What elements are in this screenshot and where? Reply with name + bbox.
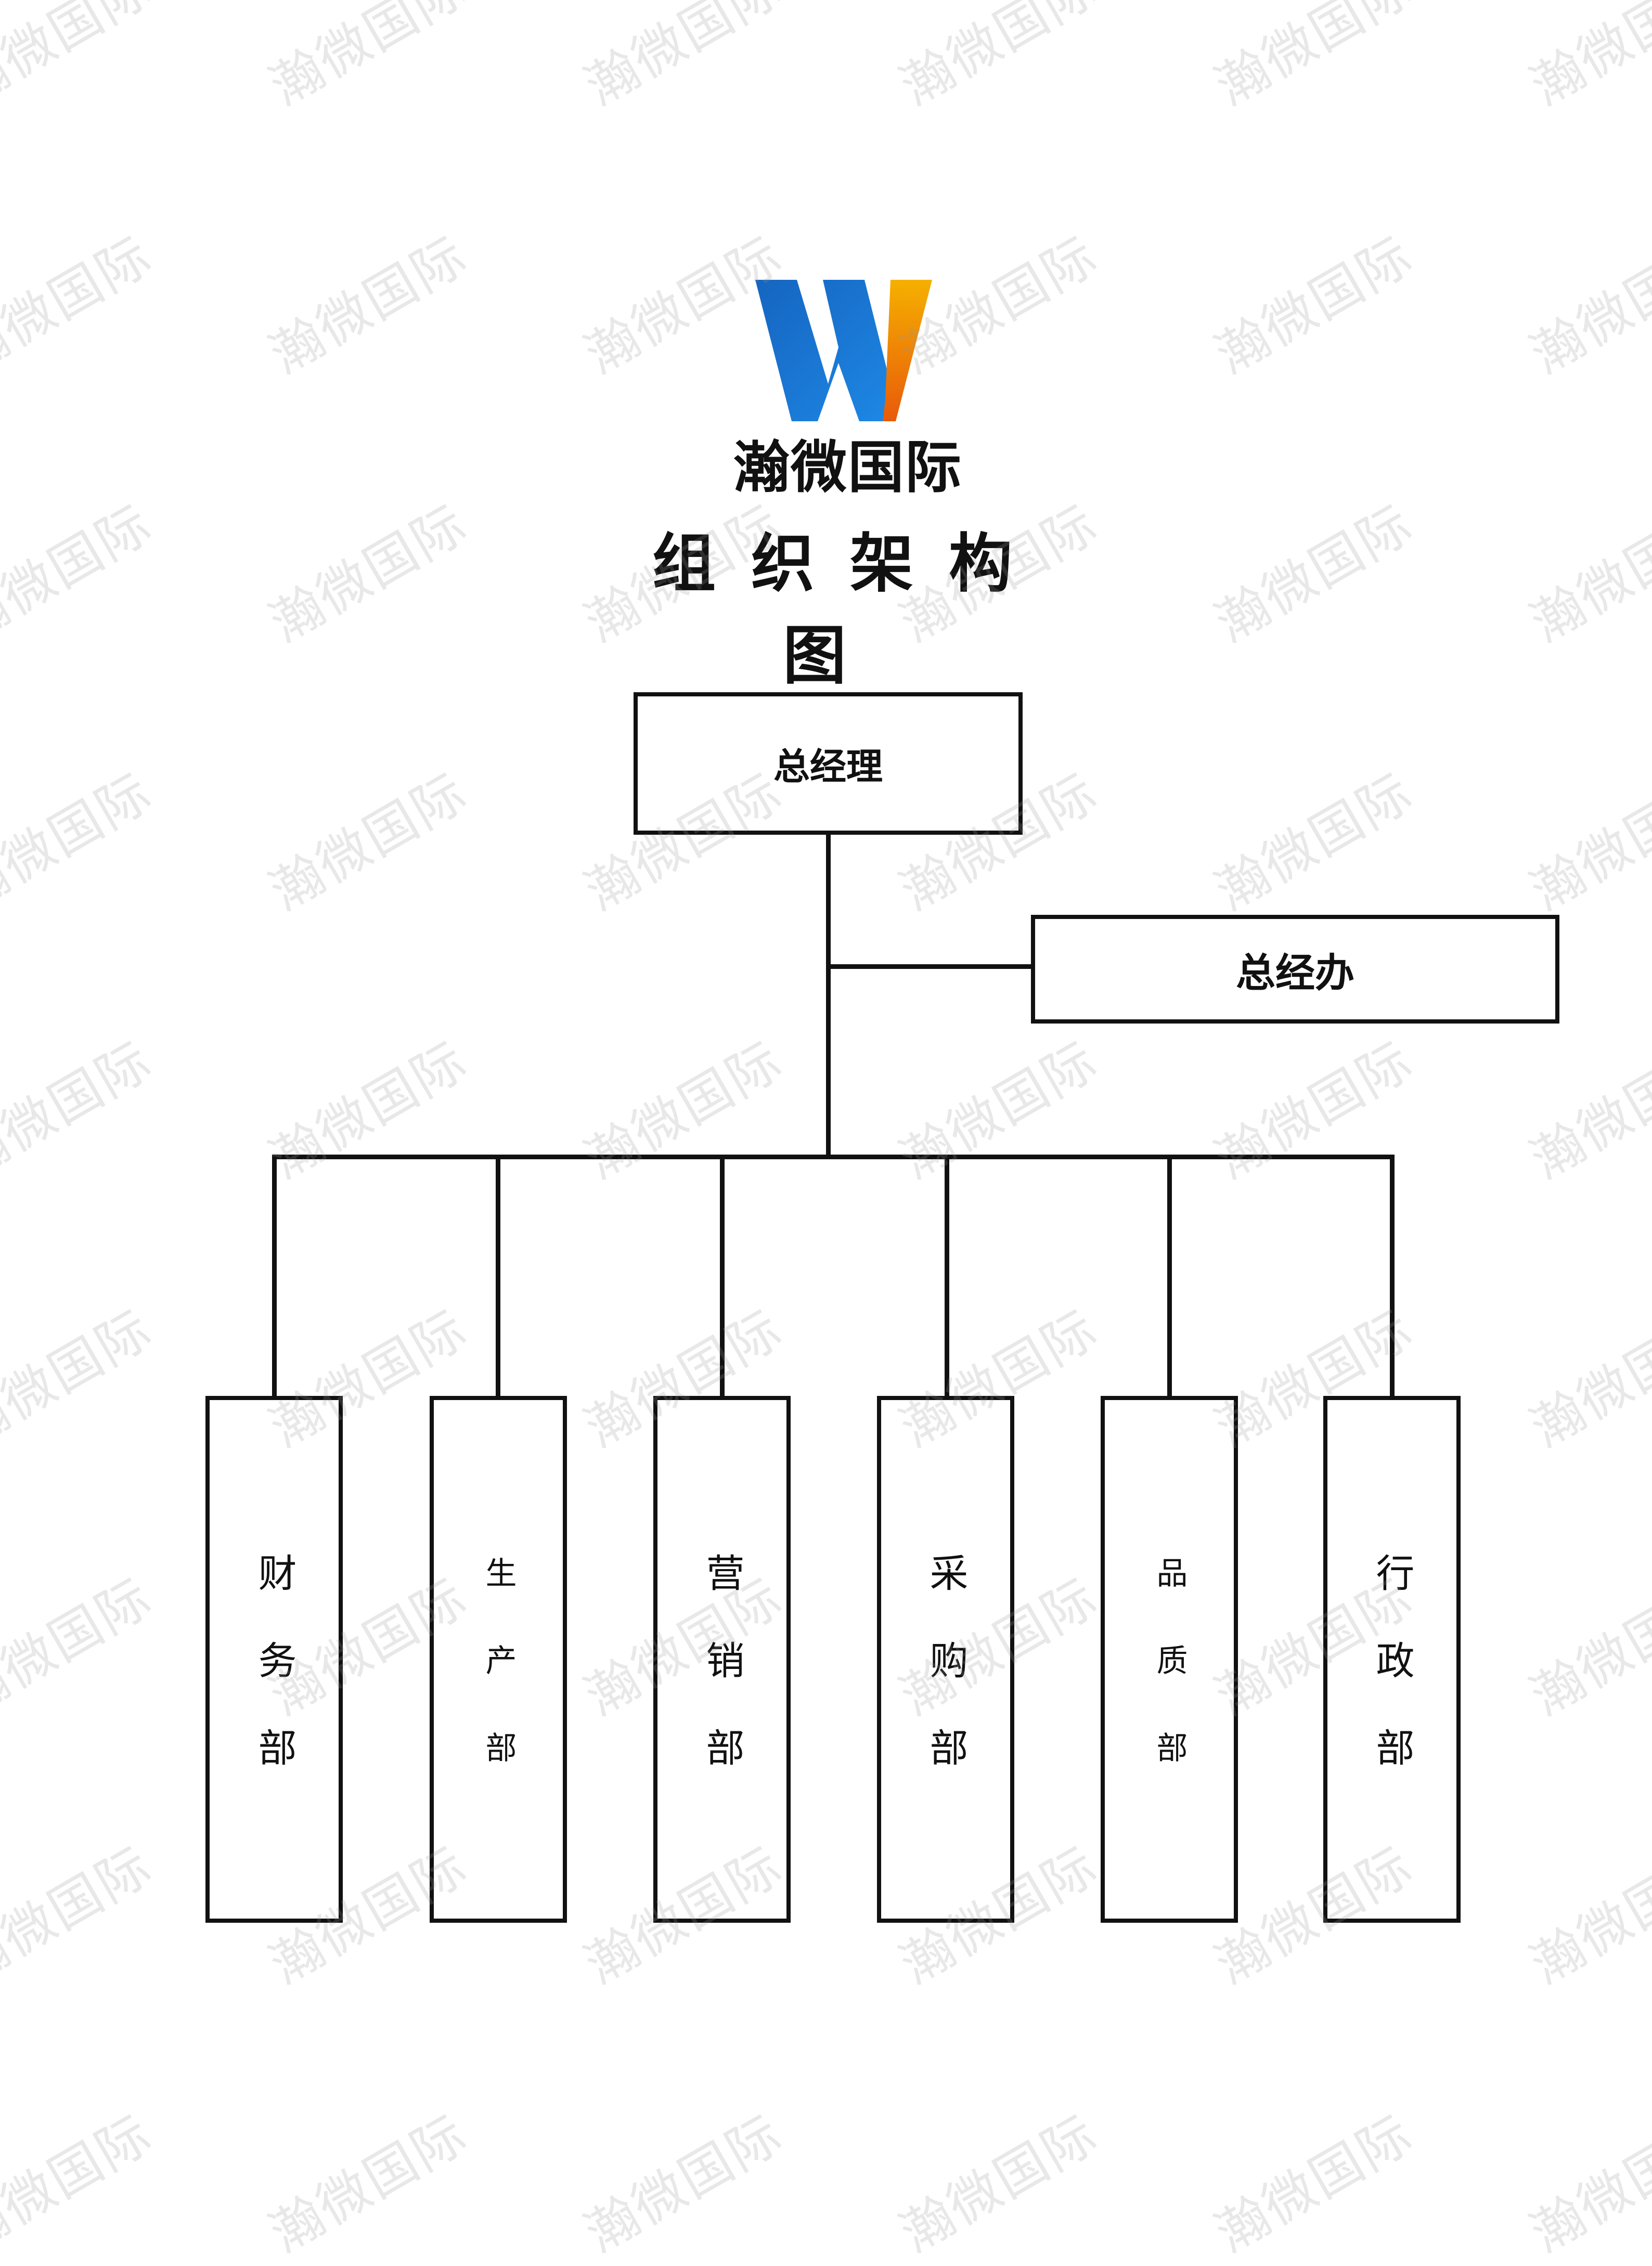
node-department-purchasing: 采购部 — [877, 1396, 1014, 1923]
connector-root-down — [826, 832, 831, 1159]
connector-drop — [496, 1155, 500, 1398]
watermark: 瀚微国际 — [260, 761, 477, 922]
watermark: 瀚微国际 — [260, 0, 477, 117]
watermark: 瀚微国际 — [0, 1298, 162, 1459]
node-label: 采购部 — [923, 1552, 968, 1815]
watermark: 瀚微国际 — [260, 2103, 477, 2264]
watermark: 瀚微国际 — [575, 1029, 793, 1190]
watermark: 瀚微国际 — [890, 1029, 1108, 1190]
watermark: 瀚微国际 — [1205, 2103, 1423, 2264]
watermark: 瀚微国际 — [1520, 1298, 1652, 1459]
node-department-sales: 营销部 — [653, 1396, 791, 1923]
node-label: 行政部 — [1370, 1552, 1414, 1815]
watermark: 瀚微国际 — [1520, 493, 1652, 654]
node-label: 营销部 — [700, 1552, 744, 1815]
watermark: 瀚微国际 — [1520, 1029, 1652, 1190]
connector-drop — [720, 1155, 725, 1398]
node-label: 总经理 — [773, 745, 883, 788]
watermark: 瀚微国际 — [260, 224, 477, 385]
watermark: 瀚微国际 — [0, 2103, 162, 2264]
watermark: 瀚微国际 — [1205, 493, 1423, 654]
node-label: 财务部 — [252, 1552, 296, 1815]
watermark: 瀚微国际 — [0, 1566, 162, 1727]
watermark: 瀚微国际 — [0, 761, 162, 922]
watermark: 瀚微国际 — [890, 2103, 1108, 2264]
watermark: 瀚微国际 — [890, 0, 1108, 117]
watermark: 瀚微国际 — [1520, 1834, 1652, 1996]
watermark: 瀚微国际 — [575, 2103, 793, 2264]
watermark: 瀚微国际 — [1520, 1566, 1652, 1727]
connector-assistant — [828, 964, 1032, 969]
watermark: 瀚微国际 — [1205, 761, 1423, 922]
node-department-admin: 行政部 — [1323, 1396, 1461, 1923]
watermark: 瀚微国际 — [1205, 0, 1423, 117]
node-department-finance: 财务部 — [205, 1396, 343, 1923]
watermark: 瀚微国际 — [0, 1029, 162, 1190]
watermark: 瀚微国际 — [575, 0, 793, 117]
node-department-production: 生产部 — [430, 1396, 567, 1923]
node-label: 生产部 — [480, 1556, 517, 1819]
watermark: 瀚微国际 — [1520, 761, 1652, 922]
connector-bus — [272, 1155, 1395, 1159]
watermark: 瀚微国际 — [0, 224, 162, 385]
node-label: 品质部 — [1151, 1556, 1188, 1819]
watermark: 瀚微国际 — [0, 1834, 162, 1996]
logo-w-icon — [755, 280, 932, 421]
node-department-quality: 品质部 — [1101, 1396, 1238, 1923]
watermark: 瀚微国际 — [0, 493, 162, 654]
watermark: 瀚微国际 — [260, 1029, 477, 1190]
node-label: 总经办 — [1236, 949, 1354, 996]
watermark: 瀚微国际 — [1205, 224, 1423, 385]
connector-drop — [272, 1155, 277, 1398]
page-title: 组织架构图 — [652, 527, 1048, 693]
connector-drop — [1390, 1155, 1395, 1398]
connector-drop — [1167, 1155, 1172, 1398]
watermark: 瀚微国际 — [1520, 2103, 1652, 2264]
watermark: 瀚微国际 — [0, 0, 162, 117]
watermark: 瀚微国际 — [1520, 0, 1652, 117]
connector-drop — [945, 1155, 949, 1398]
node-gm-office: 总经办 — [1031, 915, 1559, 1024]
logo-text: 瀚微国际 — [733, 435, 962, 500]
node-general-manager: 总经理 — [634, 692, 1023, 835]
watermark: 瀚微国际 — [260, 493, 477, 654]
watermark: 瀚微国际 — [1520, 224, 1652, 385]
